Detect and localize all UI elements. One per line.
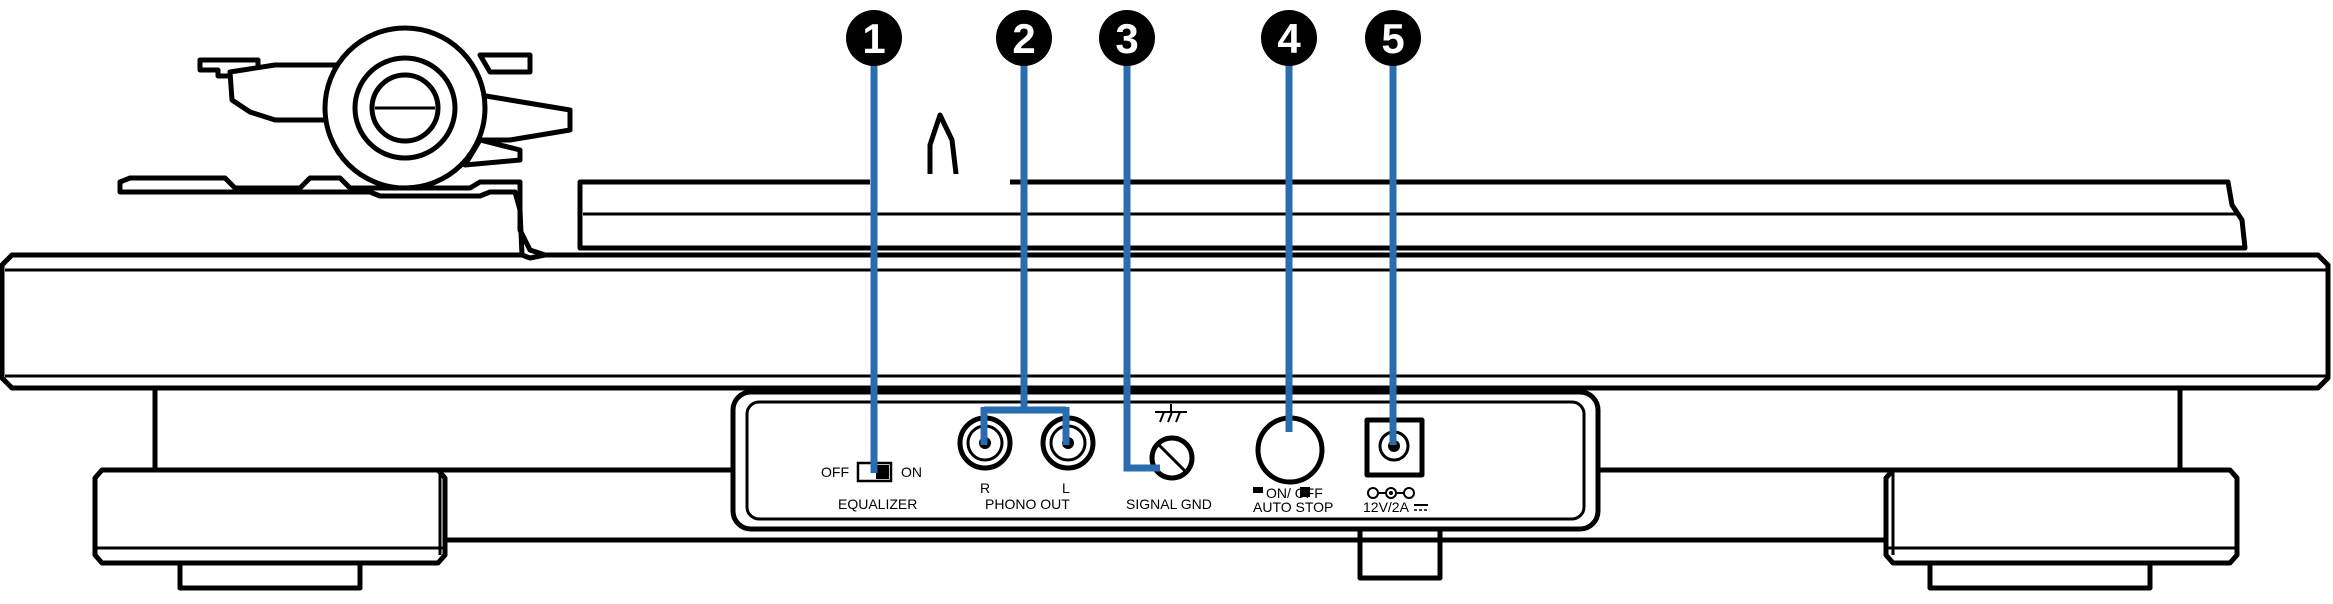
callout-badge-3: 3 <box>1099 10 1155 66</box>
callout-number-3: 3 <box>1115 15 1138 62</box>
callout-number-5: 5 <box>1381 15 1404 62</box>
dust-cover <box>577 112 2248 251</box>
auto-stop-state-label: ON/ OFF <box>1266 485 1323 501</box>
left-foot <box>92 467 448 591</box>
plinth-body <box>0 252 2331 391</box>
signal-gnd-label: SIGNAL GND <box>1126 496 1212 512</box>
equalizer-off-label: OFF <box>821 464 849 480</box>
callout-number-1: 1 <box>862 15 885 62</box>
equalizer-on-label: ON <box>901 464 922 480</box>
right-foot <box>1883 467 2240 591</box>
phono-out-l-label: L <box>1062 480 1070 496</box>
callout-number-2: 2 <box>1012 15 1035 62</box>
callout-lines <box>870 62 1397 473</box>
callout-badge-1: 1 <box>846 10 902 66</box>
callout-number-4: 4 <box>1277 15 1301 62</box>
callout-line-3 <box>1123 62 1160 472</box>
power-rating-label: 12V/2A <box>1363 499 1410 515</box>
callout-badge-2: 2 <box>996 10 1052 66</box>
tonearm-assembly <box>197 25 573 191</box>
callout-line-2 <box>980 62 1070 445</box>
callout-badge-4: 4 <box>1261 10 1317 66</box>
callout-badge-5: 5 <box>1365 10 1421 66</box>
auto-stop-label: AUTO STOP <box>1253 499 1333 515</box>
equalizer-switch: OFF ON EQUALIZER <box>821 461 922 512</box>
auto-stop-button: ON/ OFF AUTO STOP <box>1253 415 1333 515</box>
phono-out-label: PHONO OUT <box>985 496 1070 512</box>
tonearm-base <box>117 175 548 261</box>
signal-ground-terminal: SIGNAL GND <box>1126 404 1212 512</box>
equalizer-label: EQUALIZER <box>838 496 917 512</box>
phono-out-r-label: R <box>980 480 990 496</box>
